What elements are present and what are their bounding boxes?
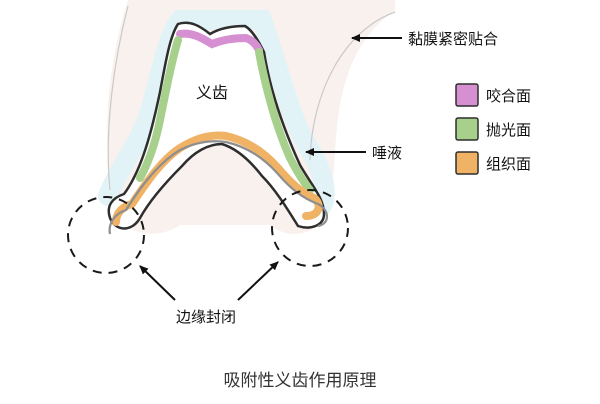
mucosa-contour-right xyxy=(309,11,396,161)
denture-label: 义齿 xyxy=(196,83,228,102)
legend-label-tissue: 组织面 xyxy=(486,155,531,173)
occlusal-surface xyxy=(176,29,263,54)
mucosa-contour-left xyxy=(107,5,129,191)
legend-swatch-polished xyxy=(455,117,479,141)
seal-circle-right xyxy=(271,189,349,267)
seal-arrow-left xyxy=(139,265,176,301)
legend: 咬合面 抛光面 组织面 xyxy=(455,83,531,175)
tissue-surface xyxy=(112,131,323,226)
saliva-layer xyxy=(98,10,335,220)
legend-swatch-occlusal xyxy=(455,83,479,107)
legend-label-polished: 抛光面 xyxy=(486,121,531,139)
mucosa-label: 黏膜紧密贴合 xyxy=(408,30,498,48)
denture-body xyxy=(107,21,326,230)
seal-label: 边缘封闭 xyxy=(176,308,236,326)
seal-circle-left xyxy=(67,196,145,274)
tissue-contact-line xyxy=(108,140,329,235)
seal-arrow-right xyxy=(237,261,279,301)
legend-label-occlusal: 咬合面 xyxy=(486,87,531,105)
saliva-label: 唾液 xyxy=(372,144,402,162)
figure-caption: 吸附性义齿作用原理 xyxy=(224,371,377,391)
polished-surface-left xyxy=(136,36,182,182)
polished-surface-right xyxy=(255,48,314,194)
legend-swatch-tissue xyxy=(455,151,479,175)
